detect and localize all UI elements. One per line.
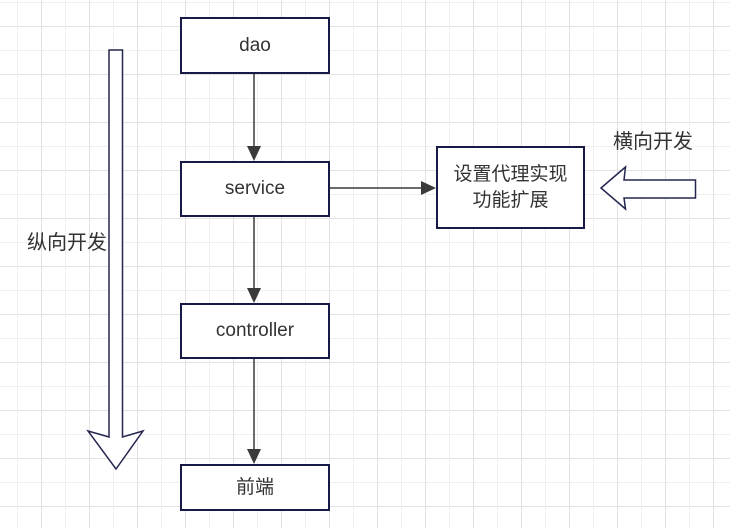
connector-dao-service[interactable] <box>247 74 261 161</box>
vertical-dev-label[interactable]: 纵向开发 <box>27 232 107 254</box>
node-dao-label: dao <box>239 34 271 56</box>
connector-service-proxy[interactable] <box>330 181 436 195</box>
horizontal-dev-block-arrow-left[interactable] <box>599 165 697 211</box>
node-dao[interactable]: dao <box>180 17 330 74</box>
connector-service-controller[interactable] <box>247 217 261 303</box>
node-frontend[interactable]: 前端 <box>180 464 330 511</box>
vertical-dev-block-arrow-down[interactable] <box>86 49 145 471</box>
node-service[interactable]: service <box>180 161 330 217</box>
horizontal-dev-label[interactable]: 横向开发 <box>613 131 693 153</box>
node-service-label: service <box>224 178 286 199</box>
node-controller-label: controller <box>215 320 295 341</box>
node-frontend-label: 前端 <box>235 476 274 498</box>
node-proxy-extension[interactable]: 设置代理实现功能扩展 <box>436 146 585 229</box>
node-controller[interactable]: controller <box>180 303 330 359</box>
connector-controller-frontend[interactable] <box>247 359 261 464</box>
node-proxy-extension-label: 设置代理实现功能扩展 <box>453 163 568 211</box>
